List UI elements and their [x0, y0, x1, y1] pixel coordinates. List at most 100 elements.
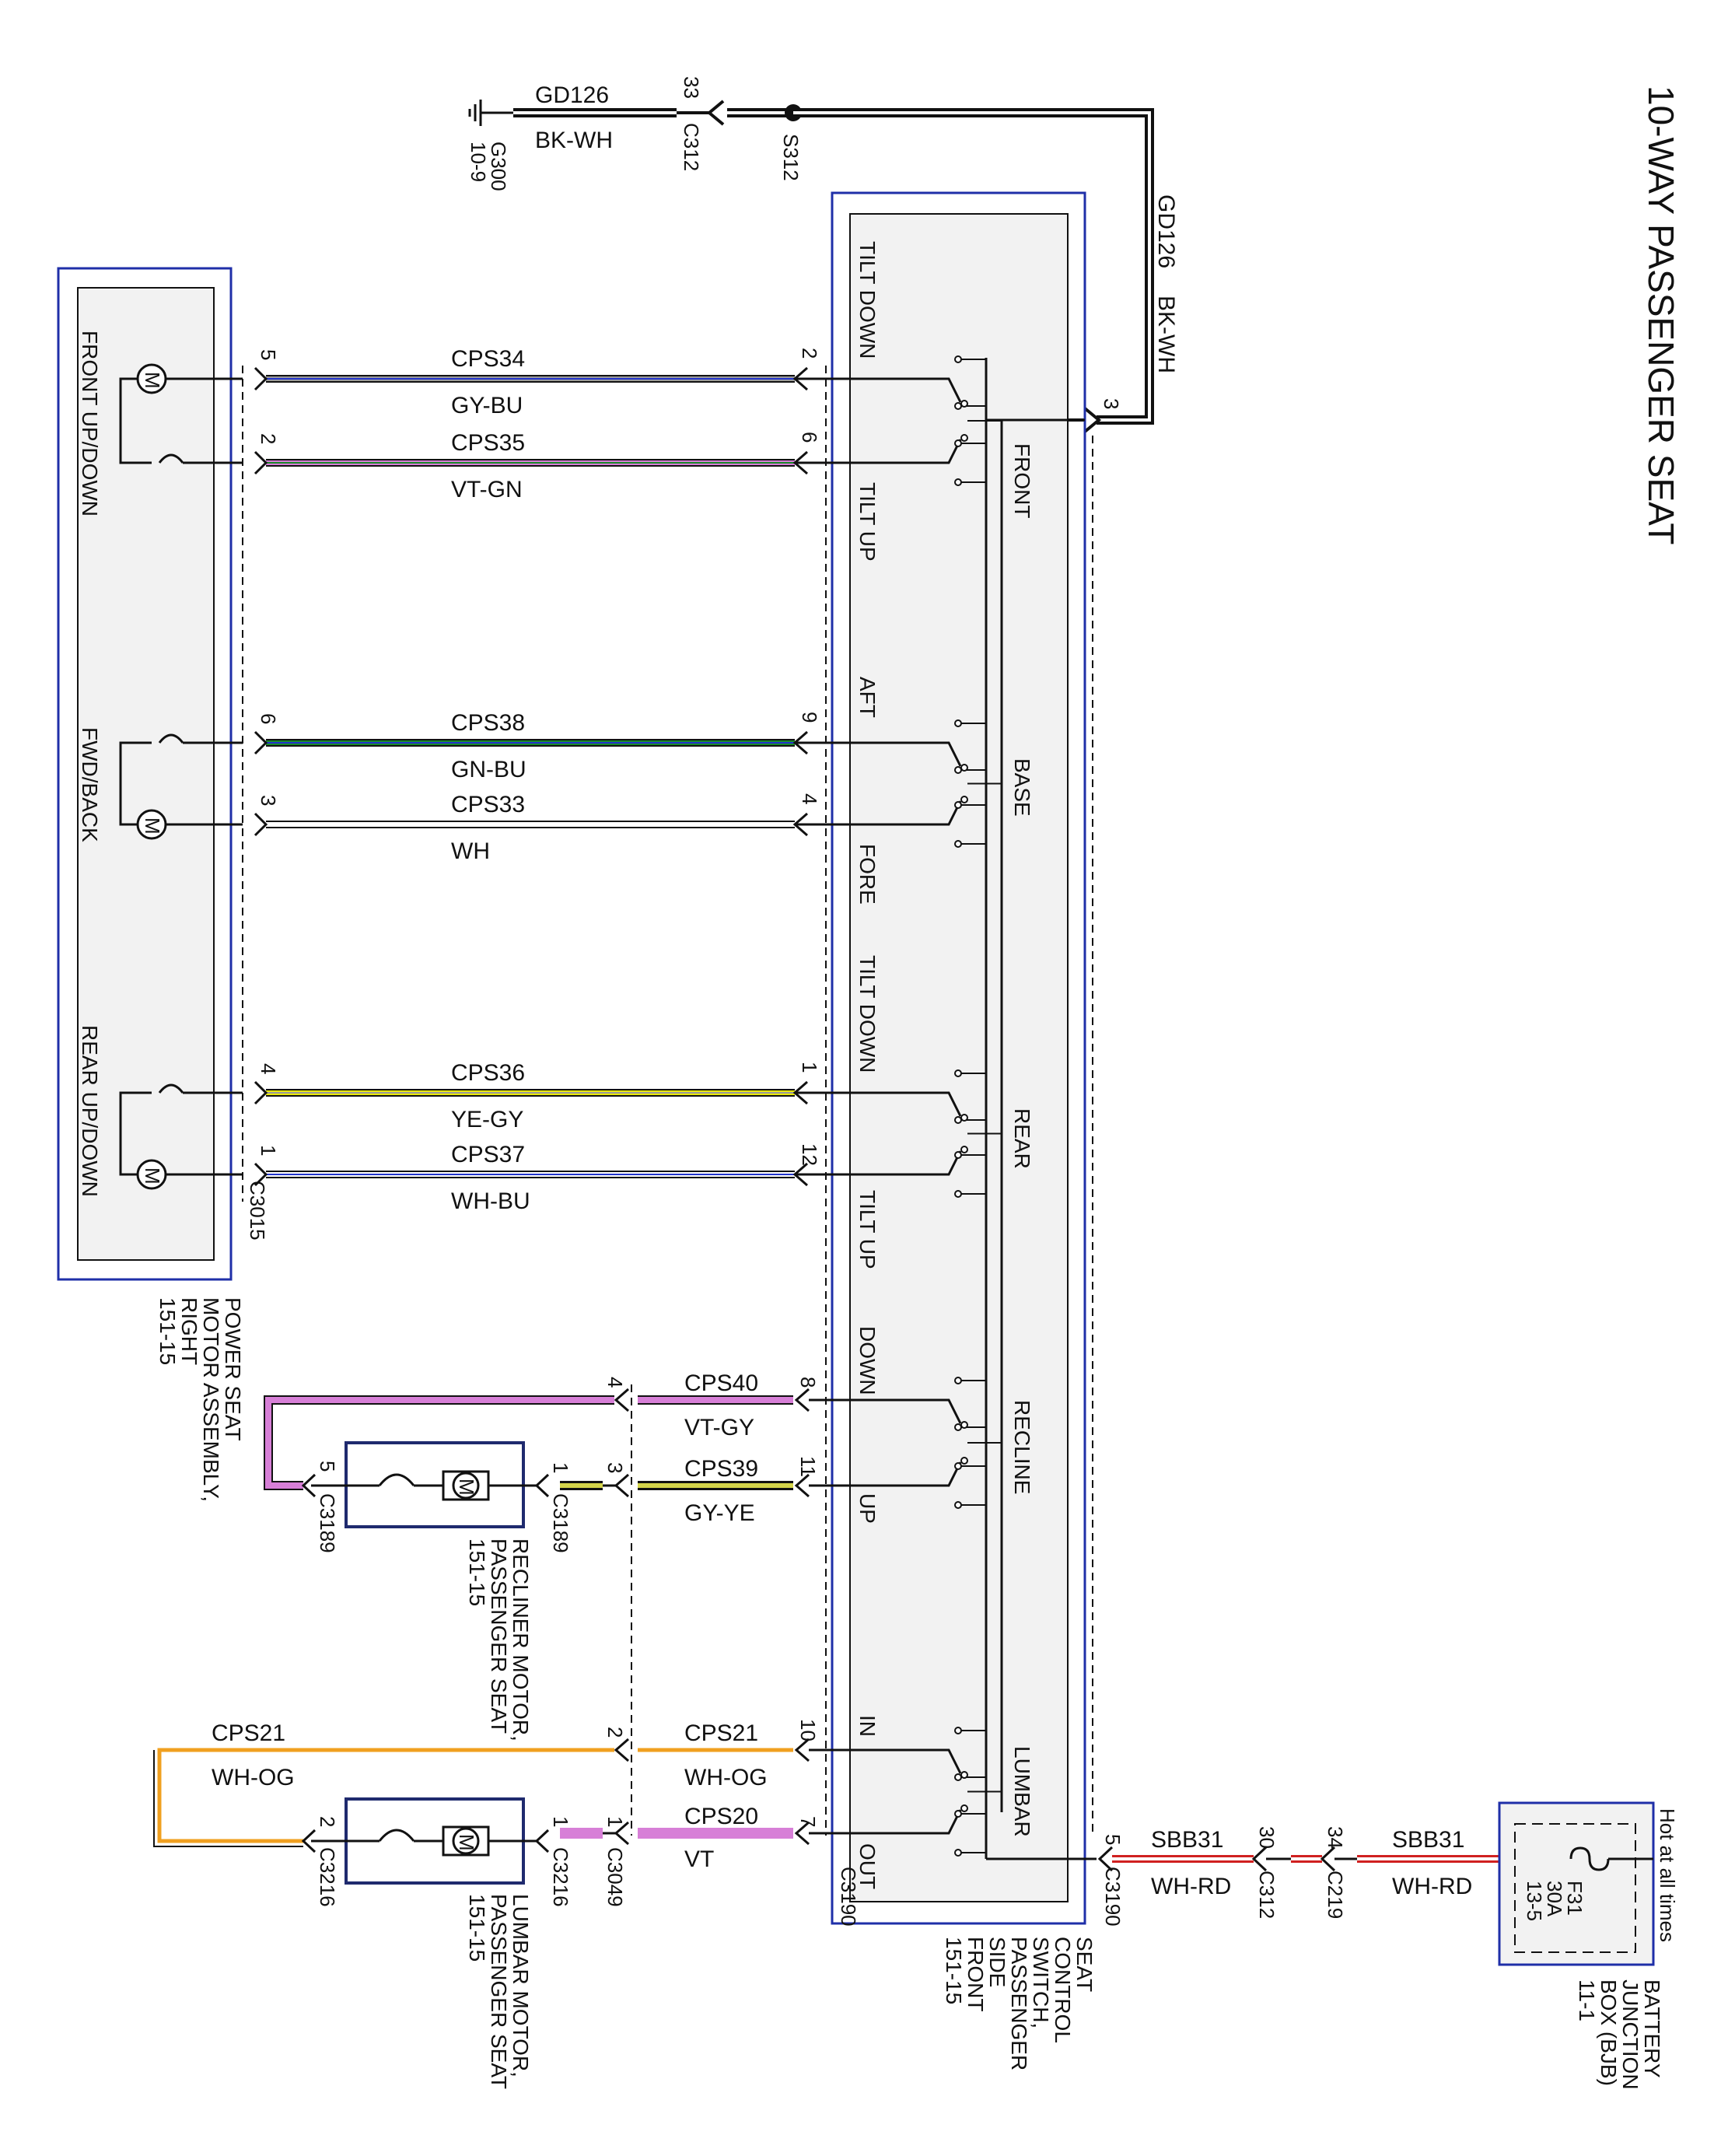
sbb31-color-2: WH-RD — [1392, 1874, 1472, 1899]
svg-text:SEAT: SEAT — [1072, 1937, 1097, 1992]
c3216-label-right: C3216 — [549, 1847, 572, 1907]
motor-fwd-symbol: M — [141, 817, 164, 835]
seat-switch-name: SEAT CONTROL SWITCH, PASSENGER SIDE FRON… — [942, 1937, 1097, 2070]
fuse-ref: 13-5 — [1523, 1881, 1546, 1921]
svg-text:151-15: 151-15 — [942, 1937, 966, 2004]
power-switch-connector: C3190 — [1101, 1867, 1125, 1927]
wire-color-label: GN-BU — [451, 757, 526, 782]
cps21-switch-pin: 10 — [796, 1719, 820, 1741]
wire-color-label: GY-BU — [451, 393, 523, 418]
svg-text:BATTERY: BATTERY — [1640, 1979, 1664, 2078]
c219-pin34: 34 — [1324, 1826, 1347, 1849]
sbb31-color-1: WH-RD — [1151, 1874, 1231, 1899]
cps21-color: WH-OG — [684, 1765, 768, 1790]
switch-contact-group — [922, 1377, 1002, 1509]
c3216-pin1: 1 — [549, 1816, 572, 1827]
ground-circuit-label: GD126 — [535, 82, 609, 108]
motor-front-symbol: M — [141, 372, 164, 389]
switch-pin-label: 12 — [798, 1143, 821, 1166]
pos-base-aft: AFT — [855, 677, 880, 718]
power-switch-pin: 5 — [1101, 1834, 1125, 1845]
c219-label: C219 — [1324, 1871, 1347, 1919]
svg-text:151-15: 151-15 — [156, 1297, 180, 1365]
wire-circuit-label: CPS36 — [451, 1060, 525, 1086]
pos-lumbar-out: OUT — [855, 1843, 880, 1889]
switch-feed-circuit: GD126 — [1153, 194, 1179, 268]
svg-text:CONTROL: CONTROL — [1051, 1937, 1075, 2043]
sbb31-circuit-2: SBB31 — [1392, 1827, 1464, 1853]
fuse-name: F31 — [1563, 1881, 1586, 1916]
svg-text:PASSENGER SEAT: PASSENGER SEAT — [487, 1894, 511, 2089]
pos-front-tilt-up: TILT UP — [855, 482, 880, 562]
seat-switch: FRONT BASE REAR RECLINE LUMBAR TILT DOWN… — [825, 191, 1097, 2070]
switch-pin-label: 9 — [798, 712, 821, 723]
cps39-color: GY-YE — [684, 1500, 755, 1526]
svg-text:RIGHT: RIGHT — [177, 1297, 201, 1365]
pos-rear-tilt-up: TILT UP — [855, 1190, 880, 1269]
motor-pin-label: 6 — [257, 713, 280, 724]
ground-symbol — [468, 100, 513, 126]
lumbar-side-circuit: CPS21 — [212, 1720, 285, 1746]
c312-label: C312 — [1255, 1871, 1279, 1919]
motor-pin-label: 2 — [257, 433, 280, 444]
switch-feed-color: BK-WH — [1153, 296, 1179, 373]
lumbar-motor-symbol: M — [455, 1834, 478, 1851]
svg-text:PASSENGER SEAT: PASSENGER SEAT — [487, 1538, 511, 1734]
cps39-switch-pin: 11 — [796, 1456, 820, 1477]
switch-contact-group — [922, 355, 1002, 486]
c3189-pin1: 1 — [549, 1462, 572, 1473]
switch-pin-label: 4 — [798, 793, 821, 804]
sbb31-circuit-1: SBB31 — [1151, 1827, 1223, 1853]
wire-circuit-label: CPS37 — [451, 1142, 525, 1167]
switch-contacts — [922, 355, 1002, 1857]
recliner-motor-name: RECLINER MOTOR, PASSENGER SEAT 151-15 — [465, 1538, 533, 1741]
section-front: FRONT — [1010, 443, 1034, 518]
cps20-circuit: CPS20 — [684, 1804, 758, 1829]
motor-front: M — [119, 363, 243, 464]
svg-text:JUNCTION: JUNCTION — [1618, 1979, 1642, 2090]
wire-circuit-label: CPS33 — [451, 792, 525, 817]
motor-assembly: FRONT UP/DOWN FWD/BACK REAR UP/DOWN M M … — [57, 267, 269, 1502]
svg-text:BOX (BJB): BOX (BJB) — [1597, 1979, 1621, 2086]
cps21-circuit: CPS21 — [684, 1720, 758, 1746]
cps40-switch-pin: 8 — [796, 1377, 820, 1388]
pos-front-tilt-down: TILT DOWN — [855, 241, 880, 359]
ground-c312-pin: 33 — [680, 76, 703, 99]
switch-feed-pin: 3 — [1100, 398, 1123, 409]
pos-recline-up: UP — [855, 1493, 880, 1524]
cps20-color: VT — [684, 1846, 714, 1872]
section-lumbar: LUMBAR — [1010, 1746, 1034, 1837]
ground-circuit: GD126 BK-WH 33 C312 G300 10-9 S312 GD126… — [467, 76, 1179, 433]
c3189-label-left: C3189 — [316, 1493, 339, 1553]
wire-color-label: YE-GY — [451, 1107, 523, 1132]
svg-text:LUMBAR MOTOR,: LUMBAR MOTOR, — [509, 1894, 533, 2077]
pos-rear-tilt-down: TILT DOWN — [855, 955, 880, 1073]
switch-contact-group — [922, 1727, 1002, 1857]
motor-rear-symbol: M — [141, 1167, 164, 1185]
motor-fwd-back: M — [119, 733, 243, 840]
wire-circuit-label: CPS34 — [451, 346, 525, 372]
cps39-circuit: CPS39 — [684, 1456, 758, 1482]
hot-at-all-times: Hot at all times — [1656, 1808, 1679, 1942]
wire-circuit-label: CPS38 — [451, 710, 525, 736]
switch-pin-label: 1 — [798, 1062, 821, 1073]
cps21-mid-pin: 2 — [603, 1727, 627, 1738]
lumbar-motor-name: LUMBAR MOTOR, PASSENGER SEAT 151-15 — [465, 1894, 533, 2089]
motor-label-fwd: FWD/BACK — [78, 727, 102, 842]
section-base: BASE — [1010, 758, 1034, 817]
svg-text:151-15: 151-15 — [465, 1538, 489, 1606]
svg-text:151-15: 151-15 — [465, 1894, 489, 1962]
svg-text:FRONT: FRONT — [964, 1937, 988, 2011]
switch-pin-label: 2 — [798, 348, 821, 359]
c312-pin30: 30 — [1255, 1826, 1279, 1849]
c3189-label-right: C3189 — [549, 1493, 572, 1553]
splice-name: S312 — [779, 134, 803, 181]
section-recline: RECLINE — [1010, 1400, 1034, 1494]
lumbar-motor: M LUMBAR MOTOR, PASSENGER SEAT 151-15 — [311, 1797, 537, 2089]
svg-text:MOTOR ASSEMBLY,: MOTOR ASSEMBLY, — [199, 1297, 223, 1502]
svg-text:POWER SEAT: POWER SEAT — [221, 1297, 245, 1441]
